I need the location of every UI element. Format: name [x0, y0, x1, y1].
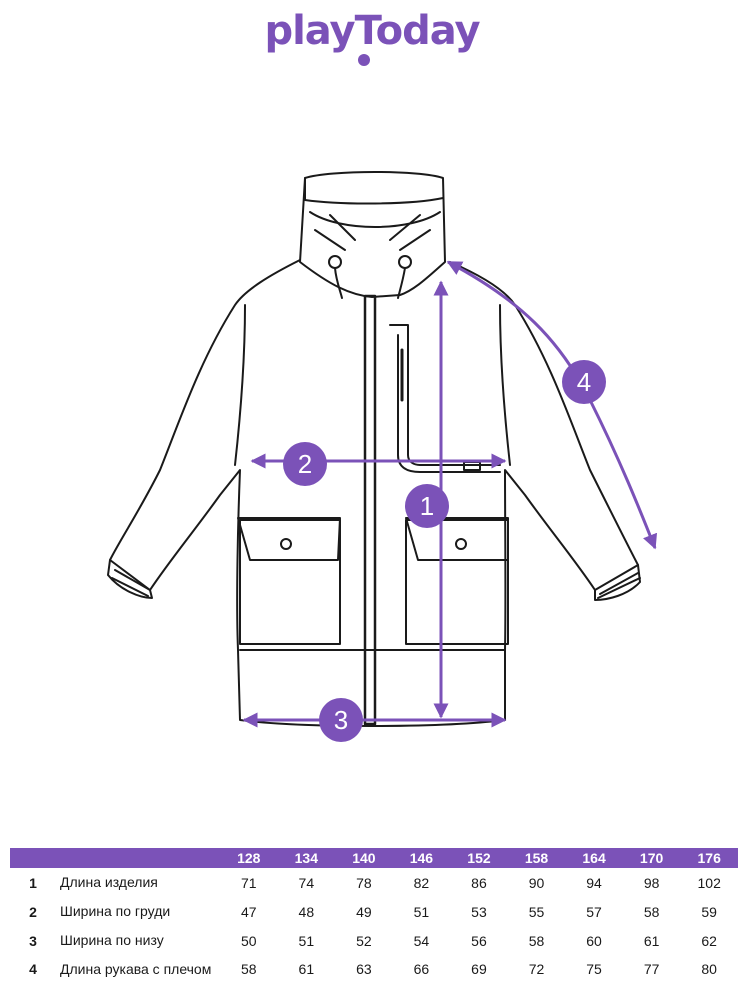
row-name: Длина изделия: [60, 874, 158, 890]
table-cell: 51: [413, 903, 430, 920]
table-cell: 82: [413, 874, 430, 891]
table-cell: 66: [413, 961, 430, 977]
table-cell: 77: [643, 961, 660, 977]
table-cell: 98: [643, 874, 660, 891]
table-cell: 59: [701, 903, 717, 920]
badge-1: 1: [405, 484, 449, 528]
table-cell: 51: [298, 932, 315, 949]
size-header: 176: [680, 848, 738, 868]
badge-2: 2: [283, 442, 327, 486]
table-cell: 69: [471, 961, 487, 977]
table-cell: 62: [701, 932, 717, 949]
table-row: 1 Длина изделия 71 74 78 82 86 90 94 98 …: [10, 868, 738, 897]
row-name: Ширина по груди: [60, 903, 171, 919]
svg-text:1: 1: [420, 491, 434, 521]
measure-lines: [242, 260, 658, 728]
table-cell: 61: [298, 961, 315, 977]
header-blank: [10, 848, 56, 868]
table-cell: 47: [240, 903, 257, 920]
table-cell: 56: [471, 932, 487, 949]
svg-text:2: 2: [298, 449, 312, 479]
table-cell: 49: [356, 903, 372, 920]
table-cell: 54: [413, 932, 430, 949]
table-row: 3 Ширина по низу 50 51 52 54 56 58 60 61…: [10, 926, 738, 955]
measure-line-sleeve: [446, 260, 658, 550]
table-cell: 50: [240, 932, 257, 949]
size-header: 146: [392, 848, 451, 868]
table-cell: 72: [528, 961, 545, 977]
size-header-row: 128 134 140 146 152 158 164 170 176: [10, 848, 738, 868]
table-cell: 71: [240, 874, 257, 891]
table-cell: 57: [586, 903, 602, 920]
row-number: 2: [29, 903, 37, 920]
table-cell: 80: [701, 961, 717, 977]
badge-4: 4: [562, 360, 606, 404]
table-cell: 60: [586, 932, 602, 949]
table-cell: 58: [643, 903, 660, 920]
jacket-outline: [107, 171, 641, 727]
svg-text:3: 3: [334, 705, 348, 735]
table-cell: 58: [240, 961, 257, 977]
size-header: 152: [450, 848, 508, 868]
table-row: 4 Длина рукава с плечом 58 61 63 66 69 7…: [10, 955, 738, 990]
size-header: 134: [277, 848, 336, 868]
table-cell: 94: [586, 874, 602, 891]
table-cell: 53: [471, 903, 487, 920]
table-cell: 63: [356, 961, 372, 977]
jacket-sketch: 1 2 3 4: [107, 171, 658, 742]
logo-dot: [358, 54, 370, 66]
table-cell: 75: [586, 961, 602, 977]
table-cell: 58: [528, 932, 545, 949]
brand-logo: playToday: [264, 8, 480, 54]
badge-3: 3: [319, 698, 363, 742]
size-header: 158: [507, 848, 566, 868]
table-cell: 52: [356, 932, 372, 949]
size-header: 170: [622, 848, 681, 868]
size-table: 128 134 140 146 152 158 164 170 176 1 Дл…: [10, 848, 738, 990]
table-row: 2 Ширина по груди 47 48 49 51 53 55 57 5…: [10, 897, 738, 926]
header-blank: [56, 848, 220, 868]
table-cell: 78: [356, 874, 372, 891]
table-cell: 90: [528, 874, 545, 891]
size-header: 164: [565, 848, 623, 868]
table-cell: 74: [298, 874, 315, 891]
row-name: Длина рукава с плечом: [60, 961, 212, 977]
row-number: 1: [29, 874, 37, 891]
size-header: 128: [220, 848, 278, 868]
table-cell: 102: [697, 874, 721, 891]
svg-text:4: 4: [577, 367, 591, 397]
table-cell: 48: [298, 903, 315, 920]
table-cell: 86: [471, 874, 487, 891]
table-cell: 55: [528, 903, 545, 920]
row-name: Ширина по низу: [60, 932, 164, 948]
row-number: 3: [29, 932, 37, 949]
table-cell: 61: [643, 932, 660, 949]
row-number: 4: [29, 961, 37, 977]
size-header: 140: [335, 848, 393, 868]
